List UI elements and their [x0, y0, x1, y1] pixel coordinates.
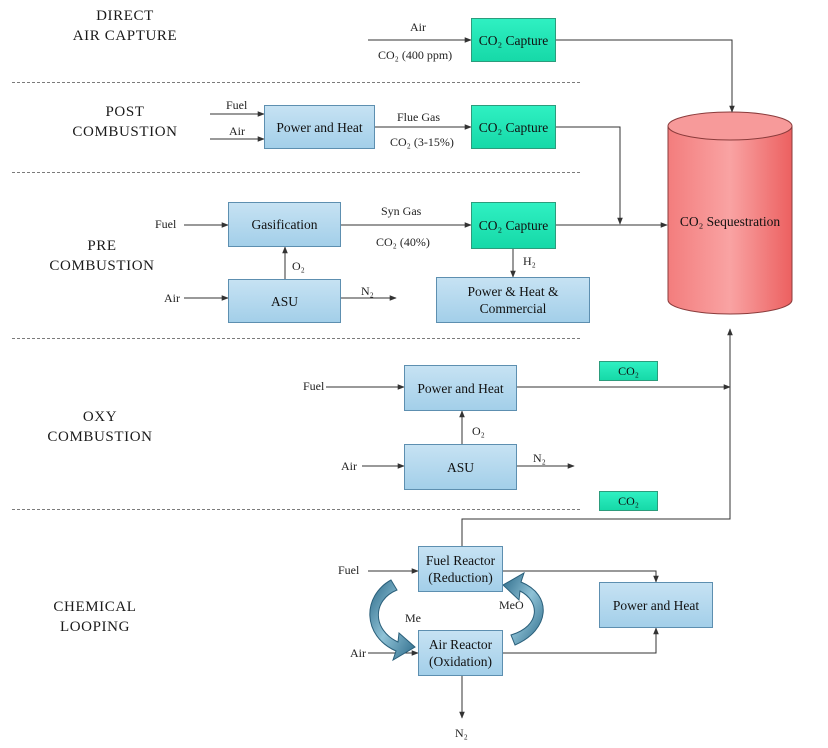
label-air-post: Air	[229, 124, 245, 138]
label-co2-400ppm: CO₂ (400 ppm)	[378, 48, 453, 62]
label-air-dac: Air	[410, 20, 426, 34]
label-syn-gas: Syn Gas	[381, 204, 422, 218]
arrow-fuel-reactor-to-power	[503, 570, 659, 583]
power-heat-oxy: Power and Heat	[404, 365, 517, 411]
label-n2-oxy: N₂	[533, 451, 546, 465]
separator-3	[12, 338, 580, 339]
label-co2-3-15: CO₂ (3-15%)	[390, 135, 454, 149]
label-n2-looping: N₂	[455, 726, 468, 740]
arrow-air-reactor-to-power	[503, 627, 659, 654]
label-o2-oxy: O₂	[472, 424, 485, 438]
power-heat-post: Power and Heat	[264, 105, 375, 149]
label-fuel-looping: Fuel	[338, 563, 360, 577]
loop-arrow-left	[369, 579, 416, 662]
label-o2-pre: O₂	[292, 259, 305, 273]
asu-pre: ASU	[228, 279, 341, 323]
separator-4	[12, 509, 580, 510]
air-reactor-box: Air Reactor (Oxidation)	[418, 630, 503, 676]
co2-tag-oxy: CO₂	[599, 361, 658, 381]
fuel-reactor-box: Fuel Reactor (Reduction)	[418, 546, 503, 592]
arrow-looping-co2-to-sequestration	[461, 328, 733, 546]
label-fuel-post: Fuel	[226, 98, 248, 112]
label-meo: MeO	[499, 598, 524, 612]
separator-2	[12, 172, 580, 173]
co2-capture-dac: CO₂ Capture	[471, 18, 556, 62]
label-co2-40: CO₂ (40%)	[376, 235, 430, 249]
label-fuel-oxy: Fuel	[303, 379, 325, 393]
loop-arrow-right	[502, 571, 544, 646]
label-fuel-pre: Fuel	[155, 217, 177, 231]
co2-capture-post: CO₂ Capture	[471, 105, 556, 149]
label-h2: H₂	[523, 254, 536, 268]
label-air-pre: Air	[164, 291, 180, 305]
power-heat-looping: Power and Heat	[599, 582, 713, 628]
co2-sequestration-label: CO₂ Sequestration	[679, 214, 781, 229]
power-heat-commercial-box: Power & Heat & Commercial	[436, 277, 590, 323]
label-air-looping: Air	[350, 646, 366, 660]
label-n2-pre: N₂	[361, 284, 374, 298]
separator-1	[12, 82, 580, 83]
co2-tag-looping: CO₂	[599, 491, 658, 511]
label-air-oxy: Air	[341, 459, 357, 473]
gasification-box: Gasification	[228, 202, 341, 247]
sequestration-tank	[667, 111, 793, 315]
arrow-post-capture-to-line	[556, 126, 623, 225]
asu-oxy: ASU	[404, 444, 517, 490]
co2-capture-pre: CO₂ Capture	[471, 202, 556, 249]
label-me: Me	[405, 611, 421, 625]
label-flue-gas: Flue Gas	[397, 110, 440, 124]
arrow-dac-to-sequestration	[556, 39, 735, 113]
